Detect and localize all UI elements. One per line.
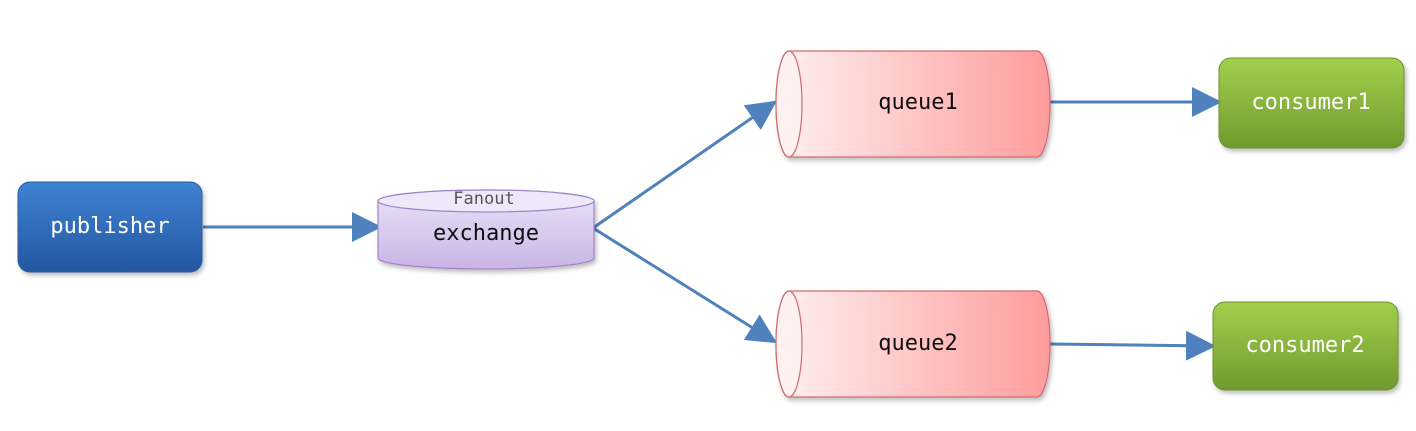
exchange-label: exchange	[433, 221, 539, 246]
queue1-node[interactable]: queue1	[775, 50, 1051, 158]
edges	[203, 87, 1222, 361]
queue1-label: queue1	[878, 90, 957, 115]
edge-exchange-to-queue1	[592, 100, 777, 230]
edge-exchange-to-queue2	[592, 226, 778, 344]
consumer2-node[interactable]: consumer2	[1212, 301, 1399, 391]
exchange-type-label: Fanout	[453, 189, 514, 209]
consumer1-node[interactable]: consumer1	[1218, 57, 1405, 149]
consumer1-label: consumer1	[1251, 90, 1370, 115]
edge-queue2-to-consumer2	[1049, 330, 1216, 361]
exchange-node[interactable]: Fanout exchange	[377, 189, 595, 270]
consumer2-label: consumer2	[1245, 333, 1364, 358]
queue2-label: queue2	[878, 331, 957, 356]
publisher-label: publisher	[50, 214, 169, 239]
publisher-node[interactable]: publisher	[17, 181, 203, 273]
queue2-node[interactable]: queue2	[775, 290, 1051, 398]
